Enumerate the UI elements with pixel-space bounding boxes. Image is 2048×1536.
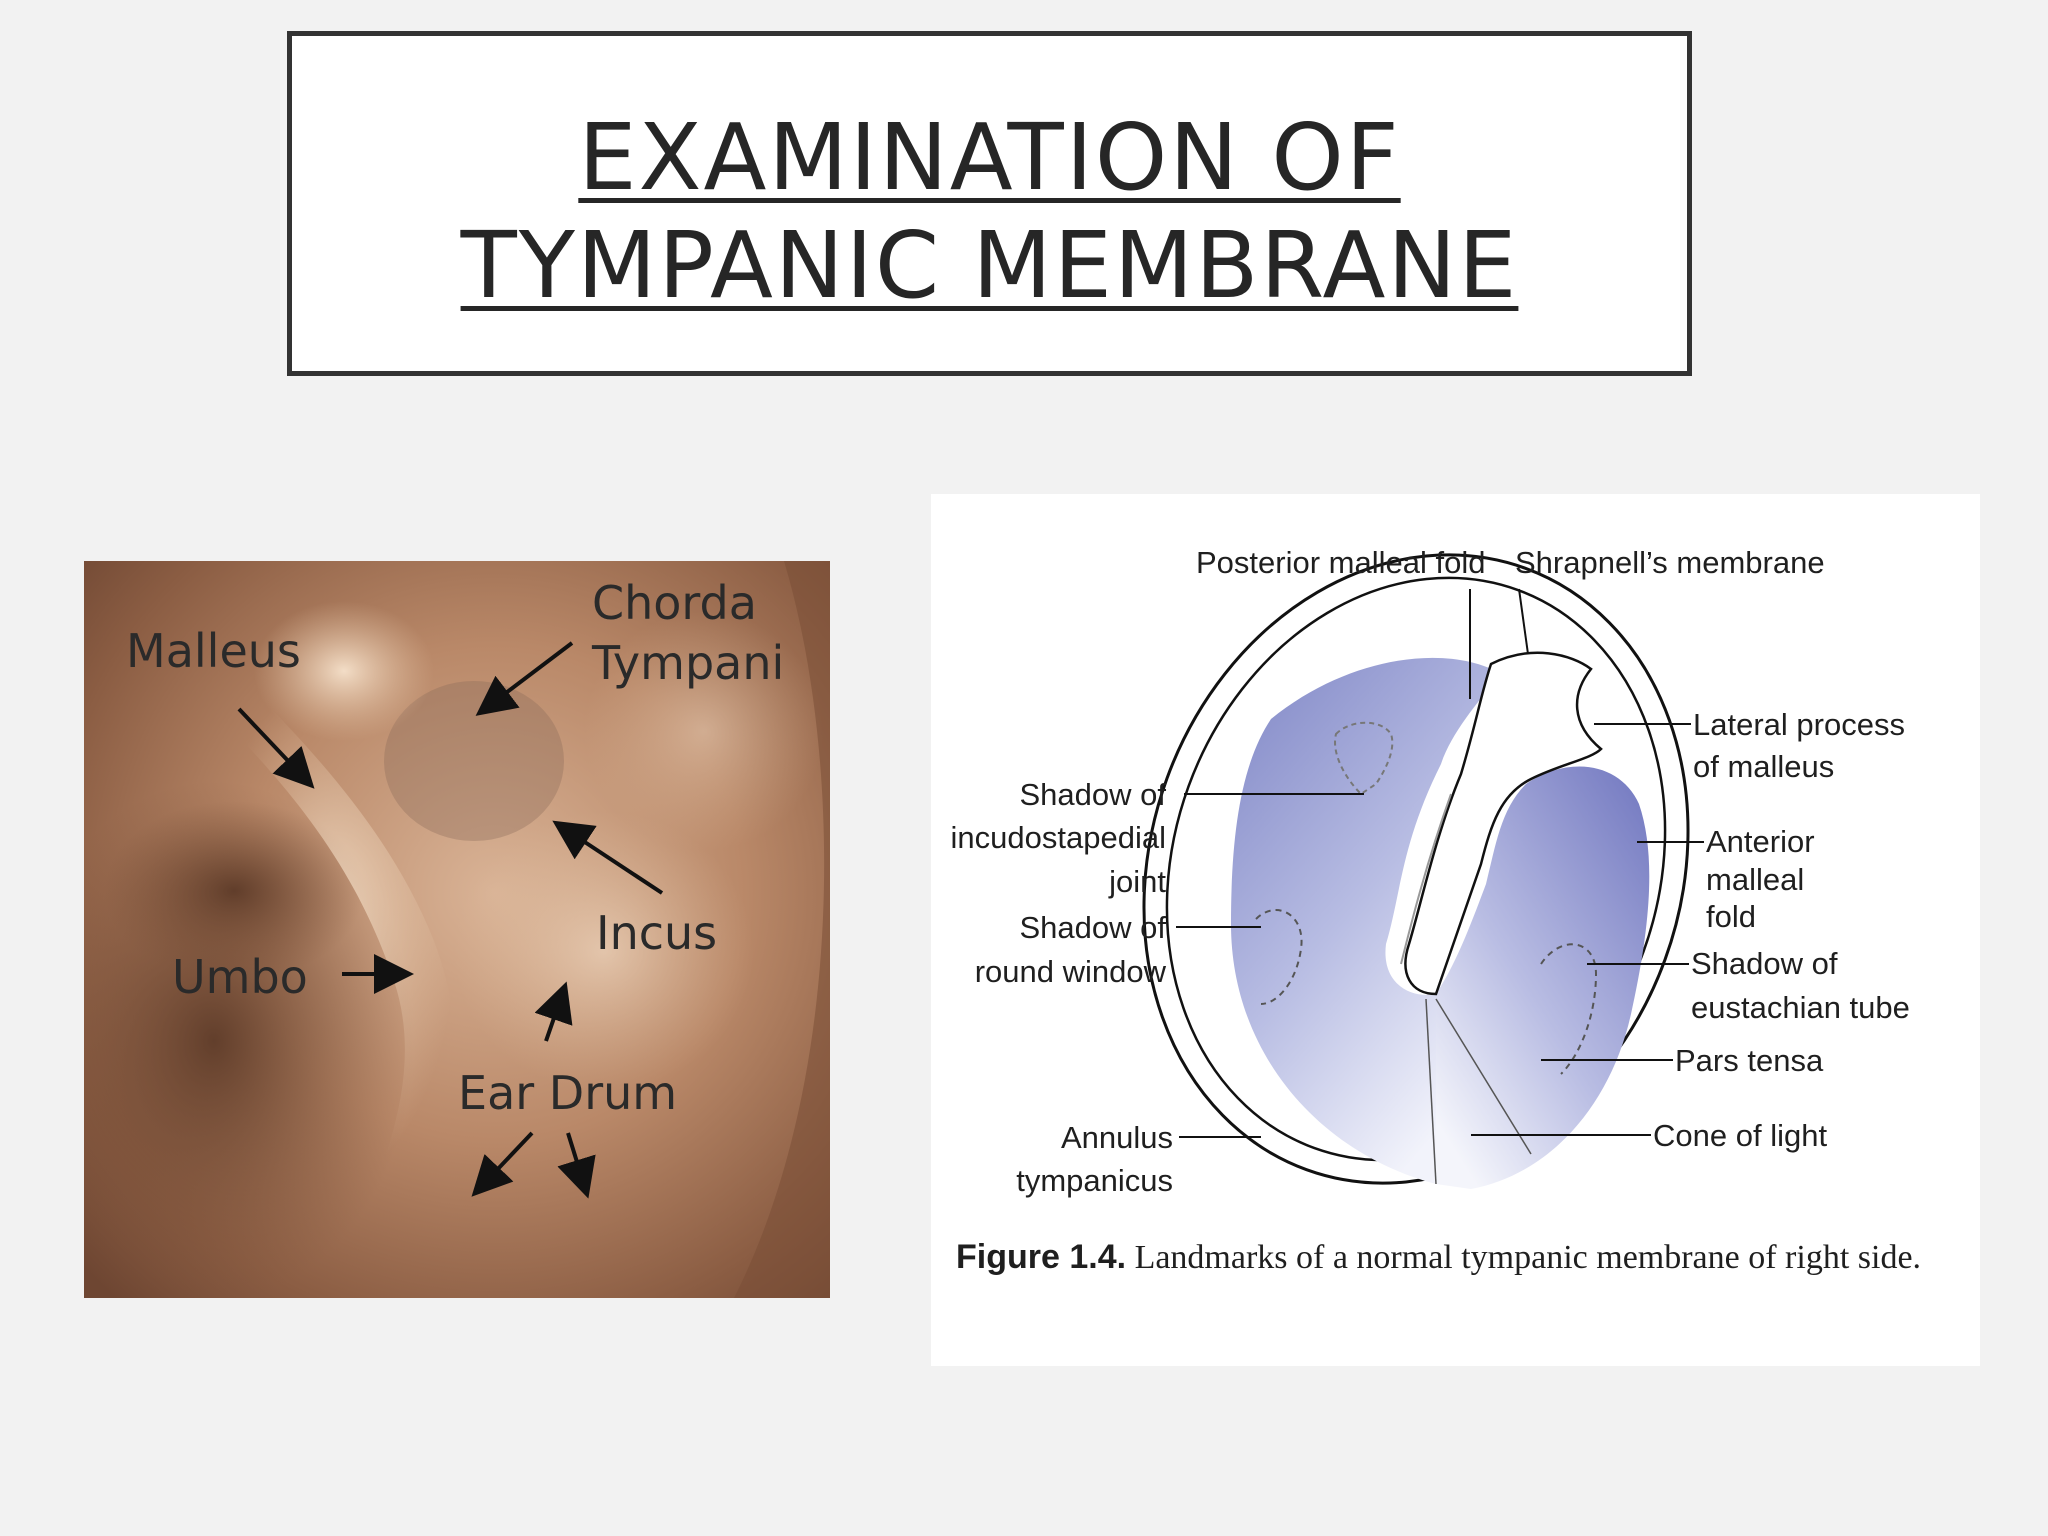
cone-of-light-label: Cone of light: [1653, 1118, 1827, 1153]
malleus-arrow: [237, 707, 315, 789]
eustachian-label-1: Shadow of: [1691, 946, 1838, 981]
otoscopic-photo: Chorda Tympani Malleus Incus Umbo Ear Dr…: [84, 561, 830, 1298]
shrapnells-membrane-label: Shrapnell’s membrane: [1515, 545, 1825, 580]
figure-caption-text: Landmarks of a normal tympanic membrane …: [1126, 1239, 1922, 1276]
incudostapedial-label-1: Shadow of: [1020, 777, 1167, 812]
chorda-label-2: Tympani: [591, 636, 784, 690]
ear-drum-label: Ear Drum: [458, 1066, 677, 1120]
lateral-process-label-1: Lateral process: [1693, 707, 1905, 742]
malleus-handle: [1404, 651, 1603, 996]
title-line-1: EXAMINATION OF: [578, 104, 1401, 211]
round-window-label-1: Shadow of: [1020, 910, 1167, 945]
incus-arrow: [552, 820, 664, 895]
malleus-label: Malleus: [126, 624, 301, 678]
pars-tensa-label: Pars tensa: [1675, 1043, 1824, 1078]
anterior-fold-label-1: Anterior: [1706, 824, 1815, 859]
posterior-malleal-fold-label: Posterior malleal fold: [1196, 545, 1485, 580]
title-line-2: TYMPANIC MEMBRANE: [460, 212, 1519, 319]
incus-label: Incus: [596, 906, 717, 960]
posterior-quadrant: [1231, 657, 1501, 1184]
incudostapedial-label-2: incudostapedial: [951, 820, 1166, 855]
ear-drum-arrow-right: [557, 1132, 596, 1199]
figure-caption-label: Figure 1.4.: [956, 1238, 1127, 1276]
lateral-process-label-2: of malleus: [1693, 749, 1834, 784]
annulus-label-1: Annulus: [1061, 1120, 1173, 1155]
figure-caption: Figure 1.4. Landmarks of a normal tympan…: [956, 1234, 1956, 1281]
leader-lines: [1176, 588, 1704, 1138]
photo-arrows: [237, 641, 664, 1199]
annulus-label-2: tympanicus: [1016, 1163, 1173, 1198]
umbo-label: Umbo: [172, 950, 308, 1004]
anterior-quadrant: [1436, 766, 1650, 1189]
anterior-fold-label-3: fold: [1706, 899, 1756, 934]
chorda-label-1: Chorda: [592, 576, 757, 630]
round-window-label-2: round window: [975, 954, 1167, 989]
eustachian-label-2: eustachian tube: [1691, 990, 1910, 1025]
incudostapedial-label-3: joint: [1108, 864, 1166, 899]
anterior-fold-label-2: malleal: [1706, 862, 1804, 897]
ear-drum-arrow-left: [471, 1131, 534, 1197]
tympanic-membrane-figure: Posterior malleal fold Shrapnell’s membr…: [931, 494, 1980, 1366]
title-box: EXAMINATION OF TYMPANIC MEMBRANE: [287, 31, 1692, 376]
cone-of-light-lines: [1425, 998, 1532, 1185]
ear-drum-arrow-up: [534, 981, 573, 1042]
chorda-arrow: [475, 641, 574, 716]
